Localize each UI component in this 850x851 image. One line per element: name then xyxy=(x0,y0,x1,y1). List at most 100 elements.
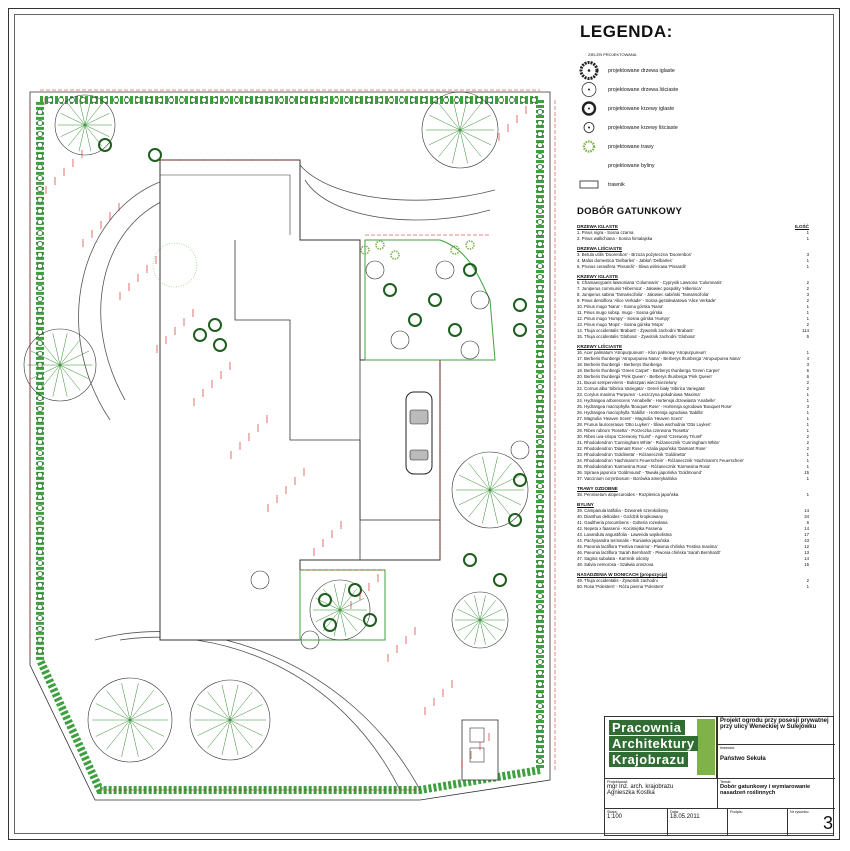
tree-branch xyxy=(121,683,131,721)
species-row: 24. Hydrangea arborescens 'Annabelle' - … xyxy=(577,398,809,404)
species-row: 44. Pachysandra terminalis - Runianka ja… xyxy=(577,538,809,544)
species-qty: 6 xyxy=(806,374,809,379)
hedge-plant xyxy=(37,241,43,247)
species-name: 28. Prunus laurocerasus 'Otto Luyken' - … xyxy=(577,422,712,427)
tree-branch xyxy=(457,608,481,621)
tree-branch xyxy=(459,489,491,506)
hedge-plant xyxy=(537,505,543,511)
tree-branch xyxy=(459,129,482,157)
species-row: 8. Juniperus sabina 'Tamariscifolia' - J… xyxy=(577,292,809,298)
conifer-shrub xyxy=(513,323,527,337)
tree-branch xyxy=(59,364,68,397)
species-qty: 3 xyxy=(806,362,809,367)
hedge-plant xyxy=(537,186,543,192)
species-qty: 5 xyxy=(806,334,809,339)
species-qty: 4 xyxy=(806,356,809,361)
species-name: 4. Malus domestica 'Delbarles' - Jabłoń … xyxy=(577,258,673,263)
tree-branch xyxy=(59,350,90,366)
tree-branch xyxy=(39,364,61,391)
legend-item: projektowane krzewy liściaste xyxy=(576,118,810,137)
species-qty: 1 xyxy=(806,422,809,427)
species-name: 25. Hydrangea macrophylla 'Bouquet Rose'… xyxy=(577,404,732,409)
hedge-plant xyxy=(537,406,543,412)
hedge-plant xyxy=(537,175,543,181)
tree-branch xyxy=(129,719,154,750)
hedge-plant xyxy=(537,153,543,159)
tree-branch xyxy=(438,103,461,131)
hedge-plant xyxy=(537,538,543,544)
species-row: 28. Prunus laurocerasus 'Otto Luyken' - … xyxy=(577,422,809,428)
hedge-plant xyxy=(520,97,526,103)
species-name: 21. Buxus sempervirens - Bukszpan wieczn… xyxy=(577,380,677,385)
tree-branch xyxy=(221,684,231,721)
perennial-symbol-icon xyxy=(576,156,602,175)
hedge-plant xyxy=(37,560,43,566)
conifer-shrub xyxy=(318,593,332,607)
deciduous-shrub xyxy=(365,260,385,280)
tree-branch xyxy=(452,129,461,164)
hedge-plant xyxy=(537,263,543,269)
hedge-plant xyxy=(537,615,543,621)
species-name: 36. Spiraea japonica 'Goldmound' - Tawuł… xyxy=(577,470,702,475)
species-name: 11. Pinus mugo subsp. mugo - Sosna górsk… xyxy=(577,310,663,315)
species-group-header: DRZEWA LIŚCIASTE xyxy=(577,246,809,251)
species-name: 46. Paeonia lactiflora 'Sarah Bernhardt'… xyxy=(577,550,721,555)
tree-branch xyxy=(489,489,521,506)
hedge-plant xyxy=(537,714,543,720)
tree-branch xyxy=(464,619,481,640)
hedge-plant xyxy=(37,252,43,258)
species-qty: 2 xyxy=(806,446,809,451)
species-row: 17. Berberis thunbergii 'Atropurpurea Na… xyxy=(577,356,809,362)
hedge-plant xyxy=(37,296,43,302)
tree-branch xyxy=(479,619,503,632)
species-row: 36. Spiraea japonica 'Goldmound' - Tawuł… xyxy=(577,470,809,476)
legend-item: projektowane krzewy iglaste xyxy=(576,99,810,118)
hedge-plant xyxy=(135,97,141,103)
gate-box-1 xyxy=(469,727,485,743)
hedge-plant xyxy=(432,97,438,103)
hedge-plant xyxy=(124,97,130,103)
hedge-plant xyxy=(377,97,383,103)
conifer-shrub xyxy=(363,613,377,627)
species-qty: 2 xyxy=(806,578,809,583)
theme-cell: Temat: Dobór gatunkowy i wymiarowanie na… xyxy=(717,779,835,809)
hedge-plant xyxy=(537,274,543,280)
hedge-plant xyxy=(537,648,543,654)
species-qty: 1 xyxy=(806,584,809,589)
hedge-plant xyxy=(37,318,43,324)
hedge-plant xyxy=(537,208,543,214)
tree-branch xyxy=(482,489,491,524)
species-name: 45. Paeonia lactiflora 'Festiva maxima' … xyxy=(577,544,718,549)
hedge-plant xyxy=(37,626,43,632)
species-qty: 34 xyxy=(804,514,809,519)
species-name: 47. Sagina subulata - Karmnik ościsty xyxy=(577,556,649,561)
species-qty: 2 xyxy=(806,380,809,385)
bed-northeast xyxy=(364,239,496,361)
hedge-plant xyxy=(102,97,108,103)
tree-branch xyxy=(84,98,92,126)
species-name: 7. Juniperus communis 'Hibernica' - Jało… xyxy=(577,286,702,291)
legend-label: projektowane krzewy liściaste xyxy=(608,124,678,131)
hedge-plant xyxy=(537,626,543,632)
hedge-plant xyxy=(37,274,43,280)
tree-branch xyxy=(452,96,461,131)
drawing-sheet-border xyxy=(8,8,840,840)
deciduous-shrub xyxy=(435,260,455,280)
species-row: 38. Pennisetum alopecuroides - Rozplenic… xyxy=(577,492,809,498)
grass-plant xyxy=(465,240,475,250)
hedge-plant xyxy=(344,97,350,103)
hedge-plant xyxy=(311,97,317,103)
hedge-plant xyxy=(80,97,86,103)
tree-branch xyxy=(464,600,481,621)
species-list-title: DOBÓR GATUNKOWY xyxy=(577,206,683,217)
species-row: 23. Corylus maxima 'Purpurea' - Leszczyn… xyxy=(577,392,809,398)
tree-branch xyxy=(479,600,496,621)
tree-branch xyxy=(229,684,239,721)
